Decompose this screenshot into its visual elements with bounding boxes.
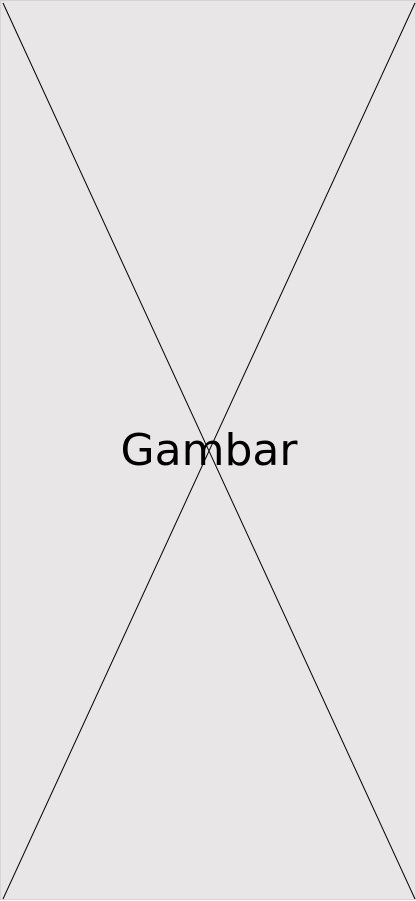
placeholder-label: Gambar xyxy=(120,425,298,476)
